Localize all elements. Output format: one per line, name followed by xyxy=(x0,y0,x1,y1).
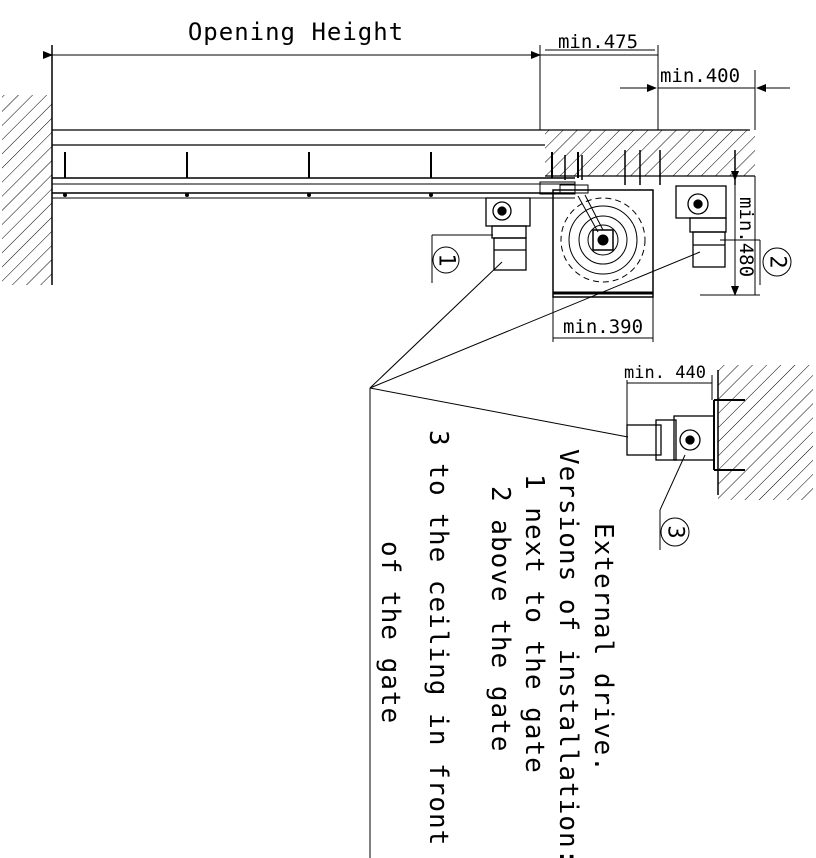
callout-2-number: 2 xyxy=(765,255,790,268)
min-440-dimension xyxy=(626,375,713,425)
installation-note: External drive. Versions of installation… xyxy=(375,430,618,858)
drive-box xyxy=(552,150,736,298)
note-line-1: External drive. xyxy=(588,523,618,773)
note-line-6: of the gate xyxy=(375,541,405,724)
min-475-label: min.475 xyxy=(558,31,638,53)
note-line-3: 1 next to the gate xyxy=(519,474,549,774)
min-480-dimension xyxy=(700,171,760,296)
note-line-2: Versions of installation: xyxy=(553,449,583,858)
right-wall xyxy=(717,365,813,500)
callout-1 xyxy=(431,234,493,283)
motor-version-1 xyxy=(485,197,531,271)
guide-rail xyxy=(52,152,579,199)
callout-3 xyxy=(659,454,690,550)
opening-height-label: Opening Height xyxy=(188,18,404,46)
note-line-4: 2 above the gate xyxy=(485,486,515,752)
callout-1-number: 1 xyxy=(434,253,459,266)
min-390-label: min.390 xyxy=(563,316,643,338)
min-480-label: min.480 xyxy=(735,197,757,277)
min-400-dimension xyxy=(620,70,790,130)
callout-2 xyxy=(720,239,792,285)
opening-height-dimension xyxy=(43,45,541,130)
leader-lines xyxy=(369,251,701,858)
motor-version-2 xyxy=(675,185,727,268)
min-390-dimension xyxy=(552,297,654,342)
left-wall xyxy=(2,45,53,285)
min-400-label: min.400 xyxy=(660,65,740,87)
callout-3-number: 3 xyxy=(663,525,688,538)
note-line-5: 3 to the ceiling in front xyxy=(423,430,453,846)
min-440-label: min. 440 xyxy=(624,363,706,383)
motor-version-3 xyxy=(626,399,745,471)
ceiling-hatch xyxy=(545,130,755,177)
